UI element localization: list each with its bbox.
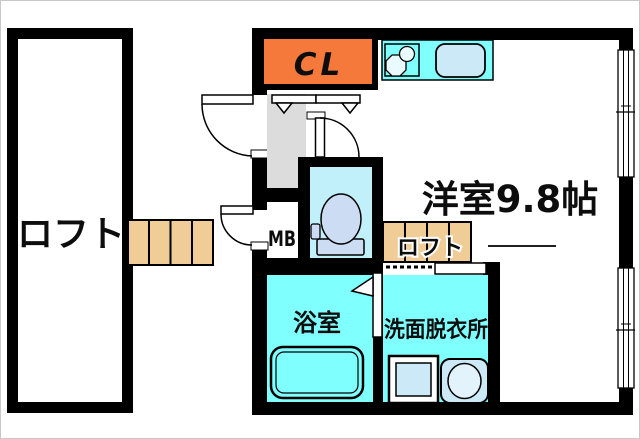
- bath-door-leaf: [372, 272, 383, 338]
- closet-floor: [264, 39, 372, 84]
- bathroom-floor: [267, 275, 373, 402]
- bathtub-icon: [269, 345, 365, 400]
- loft-ladder-main: [382, 221, 472, 263]
- mb-door-jamb: [250, 241, 269, 251]
- bath-door-arrow-icon: [350, 275, 374, 297]
- washbasin-bowl: [447, 362, 482, 400]
- room-door-swing-arc: [319, 117, 360, 158]
- closet-folding-door-right: [315, 94, 361, 104]
- washbasin-icon: [440, 358, 489, 404]
- bath-washroom-divider-wall: [373, 275, 383, 402]
- loft-room-label: ロフト: [17, 214, 125, 255]
- closet-label: CL: [294, 47, 345, 83]
- bathtub-outer: [269, 345, 365, 400]
- loft-ladder-label: ロフト: [397, 236, 463, 261]
- room-door-leaf: [314, 117, 326, 158]
- kitchen-sink: [435, 43, 486, 78]
- window-upper: [616, 49, 635, 178]
- stove: [384, 43, 420, 77]
- entrance-opening: [251, 95, 268, 157]
- bath-top-wall: [252, 258, 383, 275]
- toilet-flush-handle: [310, 223, 321, 240]
- window-lower: [616, 267, 635, 389]
- folding-door-arrow-left: [274, 102, 294, 115]
- entrance-door-swing-arc: [201, 103, 253, 157]
- window-upper-frame: [617, 49, 635, 178]
- toilet-icon: [310, 193, 365, 256]
- washing-machine-icon: [387, 354, 440, 405]
- stove-burner-icon-2: [398, 45, 416, 63]
- sliding-door-panel: [434, 262, 487, 275]
- folding-door-arrow-right: [340, 102, 360, 115]
- loft-ladder-left: [127, 219, 214, 266]
- mb-door-opening: [251, 210, 268, 250]
- entrance-door-leaf: [201, 94, 254, 105]
- main-room-label: 洋室9.8帖: [422, 178, 599, 221]
- window-lower-frame: [617, 267, 635, 389]
- meter-box-label: MB: [268, 227, 296, 251]
- wall-bottom: [252, 402, 633, 415]
- mb-door-leaf: [220, 205, 254, 215]
- washroom-label: 洗面脱衣所: [384, 317, 488, 343]
- washing-machine-inner: [395, 362, 432, 397]
- washroom-right-wall: [488, 262, 500, 402]
- bathroom-label: 浴室: [293, 309, 341, 337]
- mb-door-swing-arc: [220, 213, 253, 246]
- mb-top-wall: [252, 188, 310, 202]
- closet-folding-door-left: [271, 94, 317, 104]
- entrance-jamb: [250, 149, 269, 159]
- toilet-bowl: [320, 193, 362, 245]
- bathtub-inner: [275, 351, 359, 394]
- loft-room-floor: [18, 39, 122, 402]
